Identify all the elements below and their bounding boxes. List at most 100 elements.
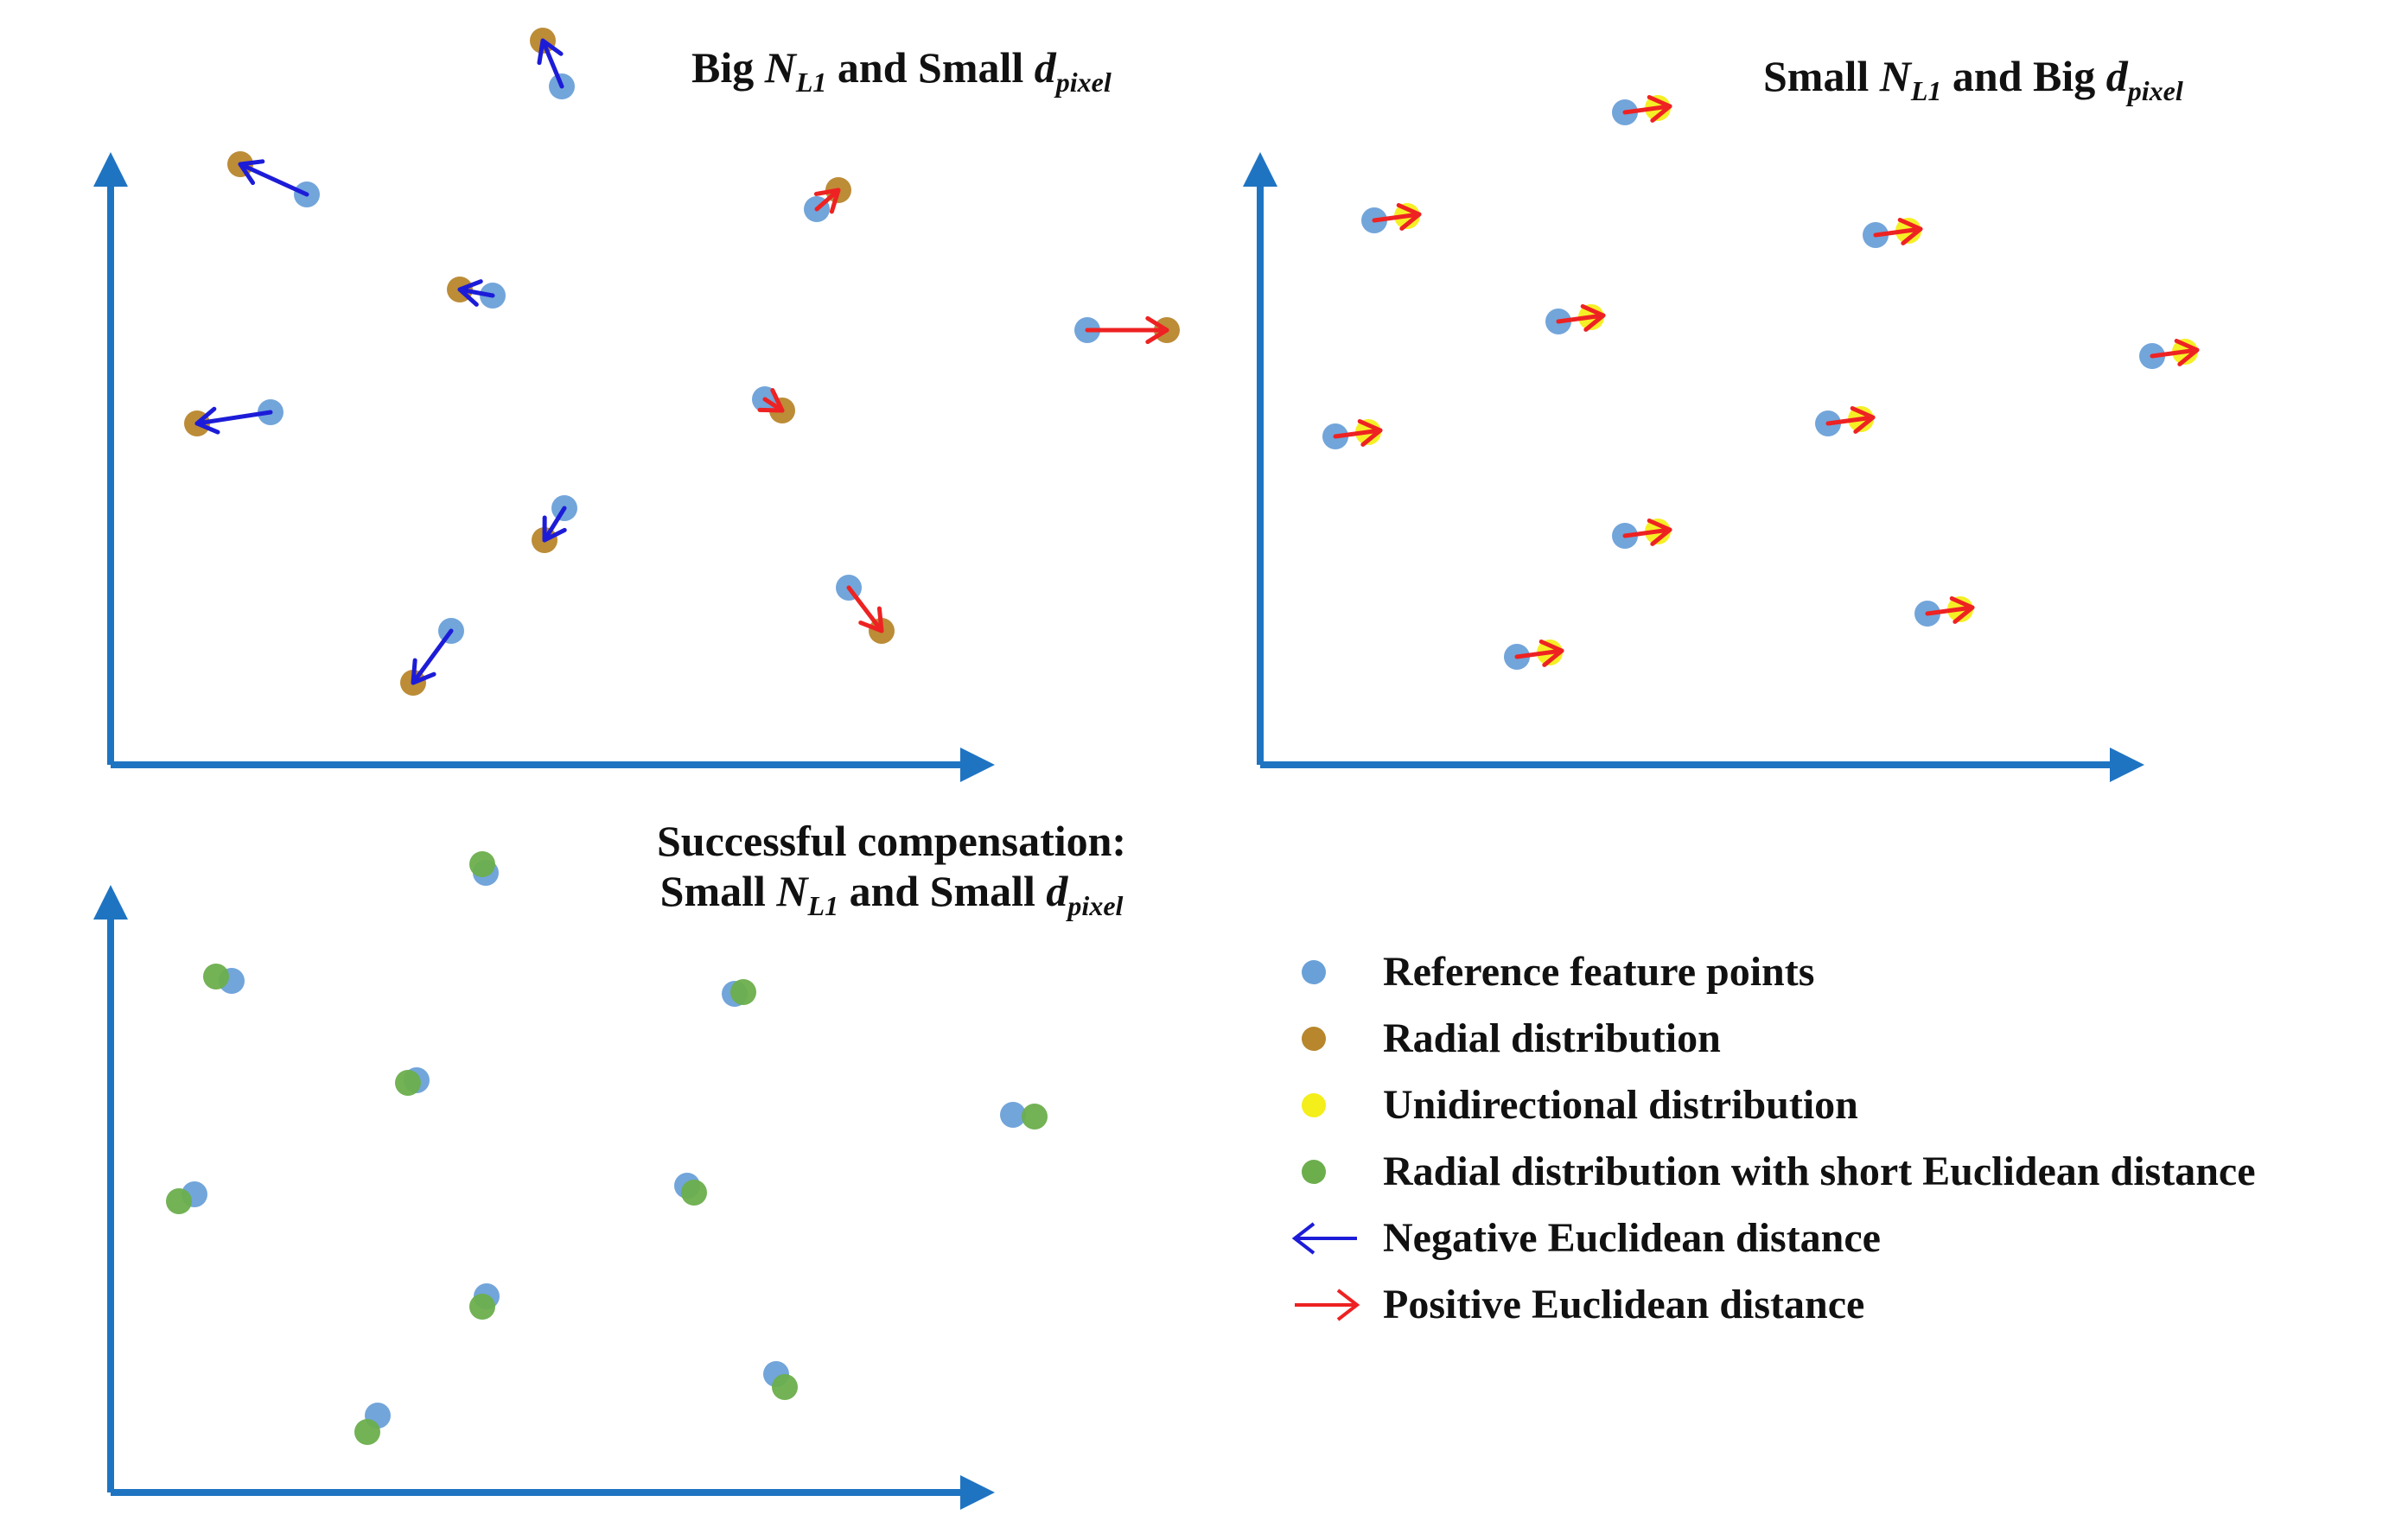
arrow-shaft: [540, 38, 564, 89]
point-pair: [184, 399, 283, 436]
arrow-head: [1396, 202, 1422, 231]
displacement-arrow: [411, 628, 454, 685]
arrow-head: [1145, 315, 1169, 345]
displacement-arrow: [542, 506, 567, 543]
legend-label: Unidirectional distribution: [1383, 1082, 1858, 1128]
radial-short-point: [772, 1374, 798, 1400]
arrow-shaft: [411, 628, 454, 685]
arrow-head: [1538, 639, 1564, 667]
radial-dot-icon: [1302, 1027, 1326, 1051]
legend-label: Positive Euclidean distance: [1383, 1282, 1865, 1327]
reference-point: [1000, 1102, 1026, 1128]
point-pair: [227, 151, 320, 207]
legend-label: Radial distribution with short Euclidean…: [1383, 1149, 2256, 1194]
displacement-arrow: [1622, 94, 1672, 123]
positive-arrow-icon: [1295, 1289, 1360, 1321]
panel-top-left-points: [184, 28, 1180, 696]
legend-label: Radial distribution: [1383, 1015, 1721, 1061]
arrow-head: [1647, 94, 1672, 123]
arrow-head: [1580, 303, 1606, 332]
point-pair: [166, 1181, 207, 1214]
displacement-arrow: [1372, 202, 1422, 231]
point-pair: [2139, 338, 2200, 369]
arrow-shaft: [1556, 313, 1606, 324]
arrow-head: [238, 159, 265, 186]
radial-short-point: [730, 979, 756, 1005]
point-pair: [400, 618, 464, 696]
arrow-shaft: [846, 585, 884, 633]
arrow-head: [1357, 418, 1383, 447]
radial-short-dot-icon: [1302, 1160, 1326, 1184]
radial-short-point: [469, 851, 495, 877]
arrow-head: [457, 279, 483, 307]
axis-pair: [93, 152, 995, 782]
displacement-arrow: [1622, 518, 1672, 546]
arrow-head: [858, 606, 884, 633]
point-pair: [804, 177, 851, 222]
points-layer: [166, 28, 2200, 1445]
arrow-shaft: [1825, 415, 1876, 426]
arrow-shaft: [1333, 428, 1383, 439]
point-pair: [469, 1283, 500, 1320]
displacement-arrow: [1085, 315, 1169, 345]
arrow-head: [542, 515, 567, 543]
displacement-arrow: [1825, 405, 1876, 434]
arrow-shaft: [1514, 648, 1564, 659]
panel-title-bottom-left-line1: Successful compensation:: [657, 817, 1127, 865]
arrow-head: [537, 38, 564, 66]
point-pair: [836, 575, 895, 644]
arrow-shaft: [457, 287, 495, 298]
arrow-shaft: [814, 188, 841, 212]
point-pair: [1612, 94, 1672, 125]
point-pair: [1545, 303, 1606, 334]
arrow-head: [1897, 217, 1923, 245]
panel-title-bottom-left: Successful compensation: Small NL1 and S…: [657, 817, 1126, 921]
arrow-head: [2174, 338, 2200, 366]
legend-label: Reference feature points: [1383, 949, 1815, 995]
arrow-head: [1850, 405, 1876, 434]
point-pair: [674, 1173, 707, 1206]
radial-short-point: [203, 964, 229, 990]
radial-short-point: [354, 1419, 380, 1445]
panel-bottom-left-points: [166, 851, 1048, 1445]
radial-short-point: [1022, 1104, 1048, 1130]
arrow-shaft: [2150, 347, 2200, 359]
panel-title-top-left: Big NL1 and Small dpixel: [691, 43, 1112, 98]
point-pair: [447, 277, 506, 309]
point-pair: [1863, 217, 1923, 248]
point-pair: [1612, 518, 1672, 549]
panel-title-top-right: Small NL1 and Big dpixel: [1763, 52, 2183, 106]
displacement-arrow: [813, 188, 841, 214]
displacement-arrow: [238, 159, 309, 197]
displacement-arrow: [194, 406, 273, 435]
panel-title-bottom-left-line2: Small NL1 and Small dpixel: [659, 866, 1124, 921]
point-pair: [763, 1361, 798, 1400]
arrow-head: [1647, 518, 1672, 546]
displacement-arrow: [1925, 595, 1975, 624]
arrow-head: [757, 388, 785, 413]
point-pair: [1504, 639, 1564, 670]
arrow-shaft: [1925, 605, 1975, 616]
axis-pair: [1243, 152, 2144, 782]
point-pair: [1361, 202, 1422, 233]
point-pair: [1815, 405, 1876, 436]
arrow-shaft: [238, 162, 309, 197]
arrow-head: [1949, 595, 1975, 624]
arrow-shaft: [1372, 212, 1422, 223]
negative-arrow-icon: [1291, 1222, 1357, 1255]
arrow-head: [813, 188, 841, 214]
arrow-shaft: [1873, 226, 1923, 238]
point-pair: [395, 1067, 430, 1096]
displacement-arrow: [1333, 418, 1383, 447]
reference-dot-icon: [1302, 960, 1326, 984]
arrow-head: [194, 406, 220, 435]
panel-top-right-points: [1322, 94, 2200, 670]
displacement-arrow: [1514, 639, 1564, 667]
displacement-arrow: [846, 585, 884, 633]
point-pair: [722, 979, 756, 1007]
point-pair: [1074, 315, 1180, 345]
point-pair: [354, 1403, 391, 1445]
axis-pair: [93, 885, 995, 1510]
point-pair: [532, 495, 577, 553]
